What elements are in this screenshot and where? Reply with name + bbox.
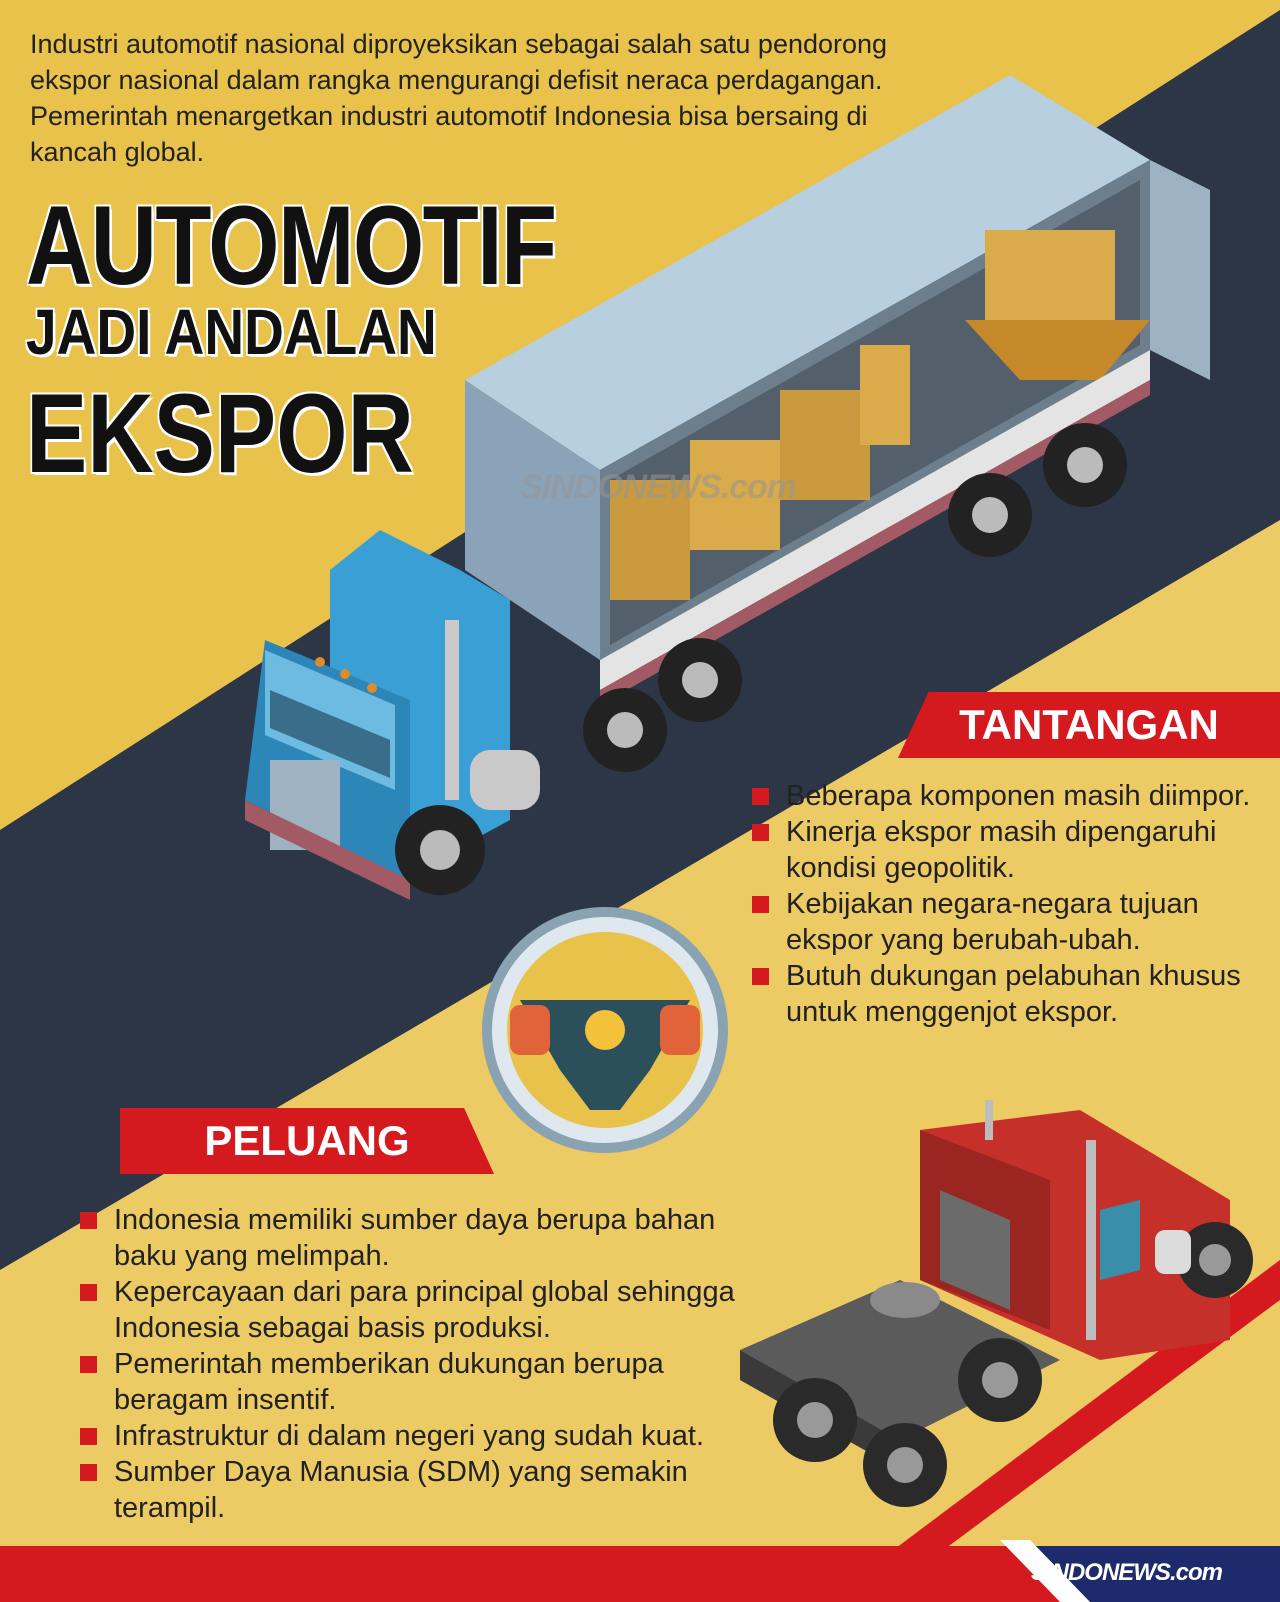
steering-wheel-icon (482, 907, 728, 1153)
list-item: Infrastruktur di dalam negeri yang sudah… (80, 1418, 780, 1454)
list-item: Indonesia memiliki sumber daya berupa ba… (80, 1202, 780, 1274)
footer-logo: SINDONEWS.com (1030, 1559, 1223, 1586)
tantangan-heading: TANTANGAN (898, 692, 1280, 758)
list-item: Kepercayaan dari para principal global s… (80, 1274, 780, 1346)
title-line1: AUTOMOTIF (26, 183, 557, 308)
title-line2: JADI ANDALAN (26, 296, 437, 368)
peluang-heading: PELUANG (120, 1108, 494, 1174)
list-item: Pemerintah memberikan dukungan berupa be… (80, 1346, 780, 1418)
title-line3: EKSPOR (26, 371, 414, 496)
list-item: Kinerja ekspor masih dipengaruhi kondisi… (752, 814, 1272, 886)
list-item: Beberapa komponen masih diimpor. (752, 778, 1272, 814)
list-item: Kebijakan negara-negara tujuan ekspor ya… (752, 886, 1272, 958)
list-item: Sumber Daya Manusia (SDM) yang semakin t… (80, 1454, 780, 1526)
sindonews-watermark: SINDONEWS.com (520, 468, 797, 506)
footer-bar (0, 1546, 1080, 1602)
intro-paragraph: Industri automotif nasional diproyeksika… (30, 29, 888, 167)
peluang-list: Indonesia memiliki sumber daya berupa ba… (80, 1202, 780, 1526)
list-item: Butuh dukungan pelabuhan khusus untuk me… (752, 958, 1272, 1030)
tantangan-list: Beberapa komponen masih diimpor. Kinerja… (752, 778, 1272, 1030)
red-truck-icon (740, 1100, 1253, 1507)
blue-truck-icon (245, 75, 1210, 900)
